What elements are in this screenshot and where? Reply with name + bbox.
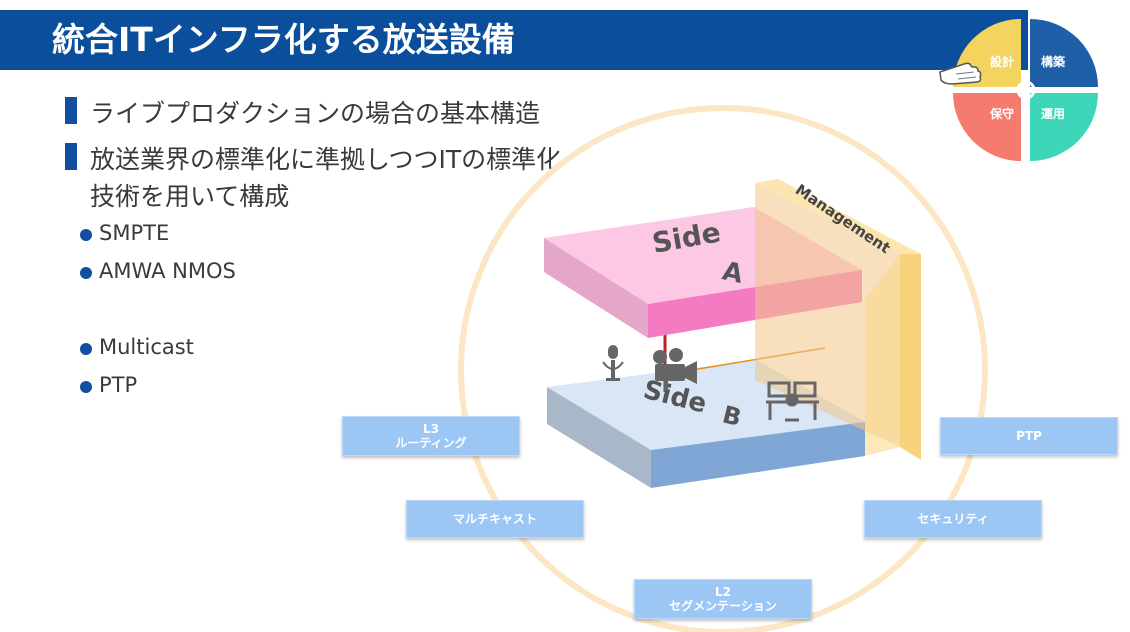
heading-standards-line1: 放送業界の標準化に準拠しつつITの標準化 [90, 145, 562, 174]
title-bar [0, 10, 1028, 70]
page-title: 統合ITインフラ化する放送設備 [52, 20, 515, 59]
tag-multicast: マルチキャスト [406, 500, 584, 538]
phase-operate-label: 運用 [1041, 107, 1065, 121]
list-dot [80, 381, 92, 393]
side-a-left [544, 238, 648, 338]
operators-desk-icon [766, 381, 819, 422]
tag-l3-line1: L3 [423, 422, 439, 436]
phase-center-ring [1016, 80, 1036, 100]
phase-maintain-label: 保守 [989, 106, 1014, 121]
pointing-hand-icon [939, 62, 982, 85]
management-top [755, 179, 921, 254]
tag-security-label: セキュリティ [917, 512, 989, 526]
side-b-front [651, 422, 865, 488]
heading-live-production: ライブプロダクションの場合の基本構造 [90, 99, 541, 128]
list-item-ptp: PTP [99, 373, 138, 397]
tag-security: セキュリティ [864, 500, 1042, 538]
management-edge [865, 254, 900, 456]
side-b-left [547, 387, 651, 488]
tag-l2-segmentation: L2 セグメンテーション [634, 579, 812, 619]
phase-build-label: 構築 [1041, 54, 1066, 69]
bullet-marker [65, 97, 77, 124]
phase-build-quadrant [1030, 19, 1098, 87]
phase-wheel: 設計 構築 保守 運用 [953, 19, 1098, 161]
heading-standards-line2: 技術を用いて構成 [90, 182, 290, 211]
management-side [900, 254, 921, 460]
tag-l2-line1: L2 [715, 585, 731, 599]
microphone-icon [602, 345, 624, 381]
video-camera-icon [653, 348, 697, 391]
phase-operate-quadrant [1030, 93, 1098, 161]
phase-design-label: 設計 [990, 54, 1014, 69]
list-item-smpte: SMPTE [99, 221, 170, 245]
tag-multicast-label: マルチキャスト [452, 512, 537, 526]
tag-ptp-label: PTP [1016, 429, 1042, 443]
bullet-marker [65, 143, 77, 170]
list-dot [80, 267, 92, 279]
phase-maintain-quadrant [953, 93, 1021, 161]
management-front [755, 183, 900, 447]
list-dot [80, 343, 92, 355]
list-item-multicast: Multicast [99, 335, 194, 359]
list-item-amwa-nmos: AMWA NMOS [99, 259, 236, 283]
list-dot [80, 229, 92, 241]
tag-l3-routing: L3 ルーティング [342, 416, 520, 456]
ecosystem-ring [458, 105, 988, 632]
tag-l2-line2: セグメンテーション [669, 599, 777, 613]
tag-l3-line2: ルーティング [395, 436, 467, 450]
tag-ptp: PTP [940, 417, 1118, 455]
